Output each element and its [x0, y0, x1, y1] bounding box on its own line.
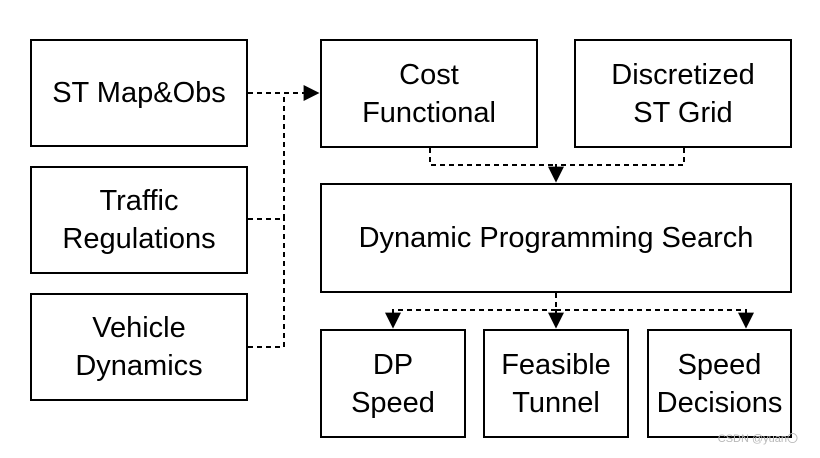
node-label-line: Functional — [362, 96, 496, 129]
watermark: CSDN @yuan〇 — [717, 433, 798, 445]
edge-dp-search-to-dp-speed — [385, 309, 556, 329]
node-dp-speed: DP Speed — [320, 329, 466, 438]
node-label-line: Regulations — [62, 223, 216, 255]
edge-discretized-st-grid-to-dp-search — [548, 148, 685, 183]
node-label-line: Speed — [677, 348, 762, 381]
node-label-line: Cost — [399, 58, 459, 91]
node-dp-search: Dynamic Programming Search — [320, 183, 792, 293]
node-label-line: Dynamic Programming Search — [358, 222, 754, 254]
node-label-line: Vehicle — [92, 312, 186, 344]
edge-dp-search-to-speed-decisions — [556, 309, 754, 329]
node-label-line: Discretized — [611, 58, 755, 91]
node-discretized-st-grid: Discretized ST Grid — [574, 39, 792, 148]
node-label-line: DP — [372, 348, 414, 381]
node-label-line: Tunnel — [512, 386, 600, 419]
edge-vehicle-dynamics-to-cost-functional — [248, 219, 285, 348]
node-label-line: Speed — [351, 386, 435, 419]
node-label-line: Dynamics — [75, 350, 203, 382]
edge-traffic-regulations-to-cost-functional — [248, 93, 285, 220]
node-label-line: Traffic — [99, 185, 179, 217]
node-st-map-obs: ST Map&Obs — [30, 39, 248, 147]
node-label-line: ST Grid — [633, 96, 733, 129]
node-label-line: ST Map&Obs — [52, 77, 226, 109]
node-label-line: Decisions — [656, 386, 783, 419]
edge-cost-functional-to-dp-search — [429, 148, 556, 166]
node-label-line: Feasible — [501, 348, 611, 381]
